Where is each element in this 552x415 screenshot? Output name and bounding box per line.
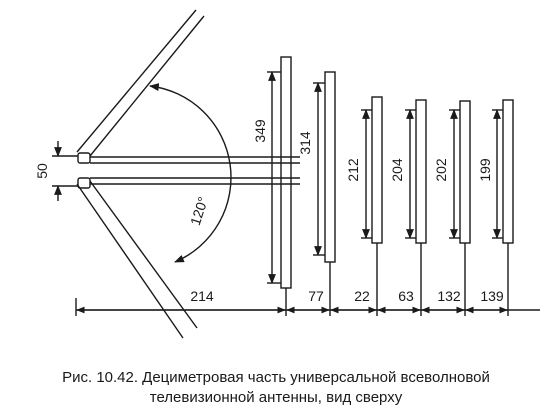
director-2 xyxy=(313,71,336,316)
spacing-label-3: 22 xyxy=(354,288,370,304)
element-length-label-6: 199 xyxy=(477,158,493,182)
spacing-label-4: 63 xyxy=(398,288,414,304)
spacing-label-5: 132 xyxy=(437,288,461,304)
angle-arc xyxy=(149,83,232,263)
element-length-label-5: 202 xyxy=(433,158,449,182)
upper-arm xyxy=(76,9,205,157)
director-rod xyxy=(415,99,427,244)
spacing-label-6: 139 xyxy=(480,288,504,304)
director-rod xyxy=(371,96,383,244)
director-rod xyxy=(324,71,336,263)
director-3 xyxy=(361,96,383,316)
element-length-label-3: 212 xyxy=(345,158,361,182)
directors xyxy=(267,56,514,316)
gap-label: 50 xyxy=(34,163,50,179)
caption-line-2: телевизионной антенны, вид сверху xyxy=(149,389,403,406)
lower-arm xyxy=(76,180,198,339)
antenna-drawing: 50 120° 349 314 212 204 202 199 214 77 2… xyxy=(34,9,540,339)
director-6 xyxy=(492,99,514,316)
element-length-label-4: 204 xyxy=(389,158,405,182)
feed-tip-lower xyxy=(77,177,91,189)
element-length-label-2: 314 xyxy=(297,131,313,155)
director-1 xyxy=(267,56,292,316)
boom xyxy=(90,156,300,185)
director-5 xyxy=(449,100,471,316)
director-rod xyxy=(459,100,471,244)
caption-line-1: Рис. 10.42. Дециметровая часть универсал… xyxy=(62,369,490,386)
director-rod xyxy=(502,99,514,244)
feed-tip-upper xyxy=(77,152,91,164)
spacing-label-1: 214 xyxy=(190,288,214,304)
element-length-label-1: 349 xyxy=(252,119,268,143)
angle-label: 120° xyxy=(187,195,211,227)
gap-dimension xyxy=(52,141,78,201)
director-4 xyxy=(405,99,427,316)
spacing-label-2: 77 xyxy=(308,288,324,304)
director-rod xyxy=(280,56,292,289)
